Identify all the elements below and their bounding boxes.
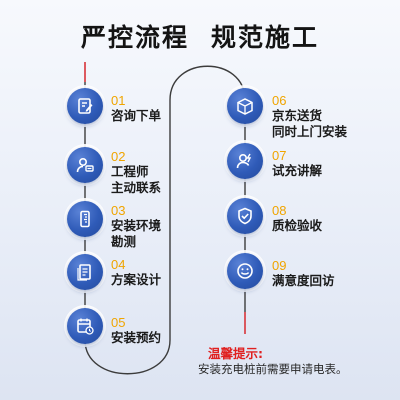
step-label: 满意度回访 (272, 273, 335, 288)
step-number: 08 (272, 203, 287, 218)
title-part-1: 严控流程 (80, 23, 189, 52)
page-title: 严控流程规范施工 (0, 18, 400, 54)
title-part-2: 规范施工 (211, 23, 320, 52)
step-number: 09 (272, 258, 287, 273)
step-label: 试充讲解 (272, 163, 323, 178)
step-number: 07 (272, 148, 287, 163)
step-label-line2: 主动联系 (111, 180, 162, 195)
person-lightning-icon (227, 143, 263, 179)
shield-check-icon (227, 198, 263, 234)
step-number: 01 (111, 93, 126, 108)
step-label: 安装预约 (111, 330, 162, 345)
step-label-line1: 工程师 (111, 164, 149, 179)
documents-icon (67, 254, 103, 290)
step-label-line2: 同时上门安装 (272, 124, 348, 139)
step-label-line1: 京东送货 (272, 108, 323, 123)
tip-title: 温馨提示: (208, 346, 263, 361)
engineer-chat-icon (67, 147, 103, 183)
step-label: 质检验收 (272, 218, 323, 233)
step-number: 03 (111, 203, 126, 218)
smile-face-icon (227, 253, 263, 289)
edit-document-icon (67, 88, 103, 124)
calendar-clock-icon (67, 308, 103, 344)
step-label-line2: 勘测 (111, 234, 137, 249)
step-number: 06 (272, 93, 287, 108)
ruler-icon (67, 201, 103, 237)
package-box-icon (227, 88, 263, 124)
step-number: 04 (111, 257, 126, 272)
step-label: 咨询下单 (111, 108, 162, 123)
step-label-line1: 安装环境 (111, 218, 162, 233)
step-label: 方案设计 (111, 272, 162, 287)
step-number: 05 (111, 315, 126, 330)
tip-text: 安装充电桩前需要申请电表。 (198, 362, 348, 376)
step-number: 02 (111, 149, 126, 164)
